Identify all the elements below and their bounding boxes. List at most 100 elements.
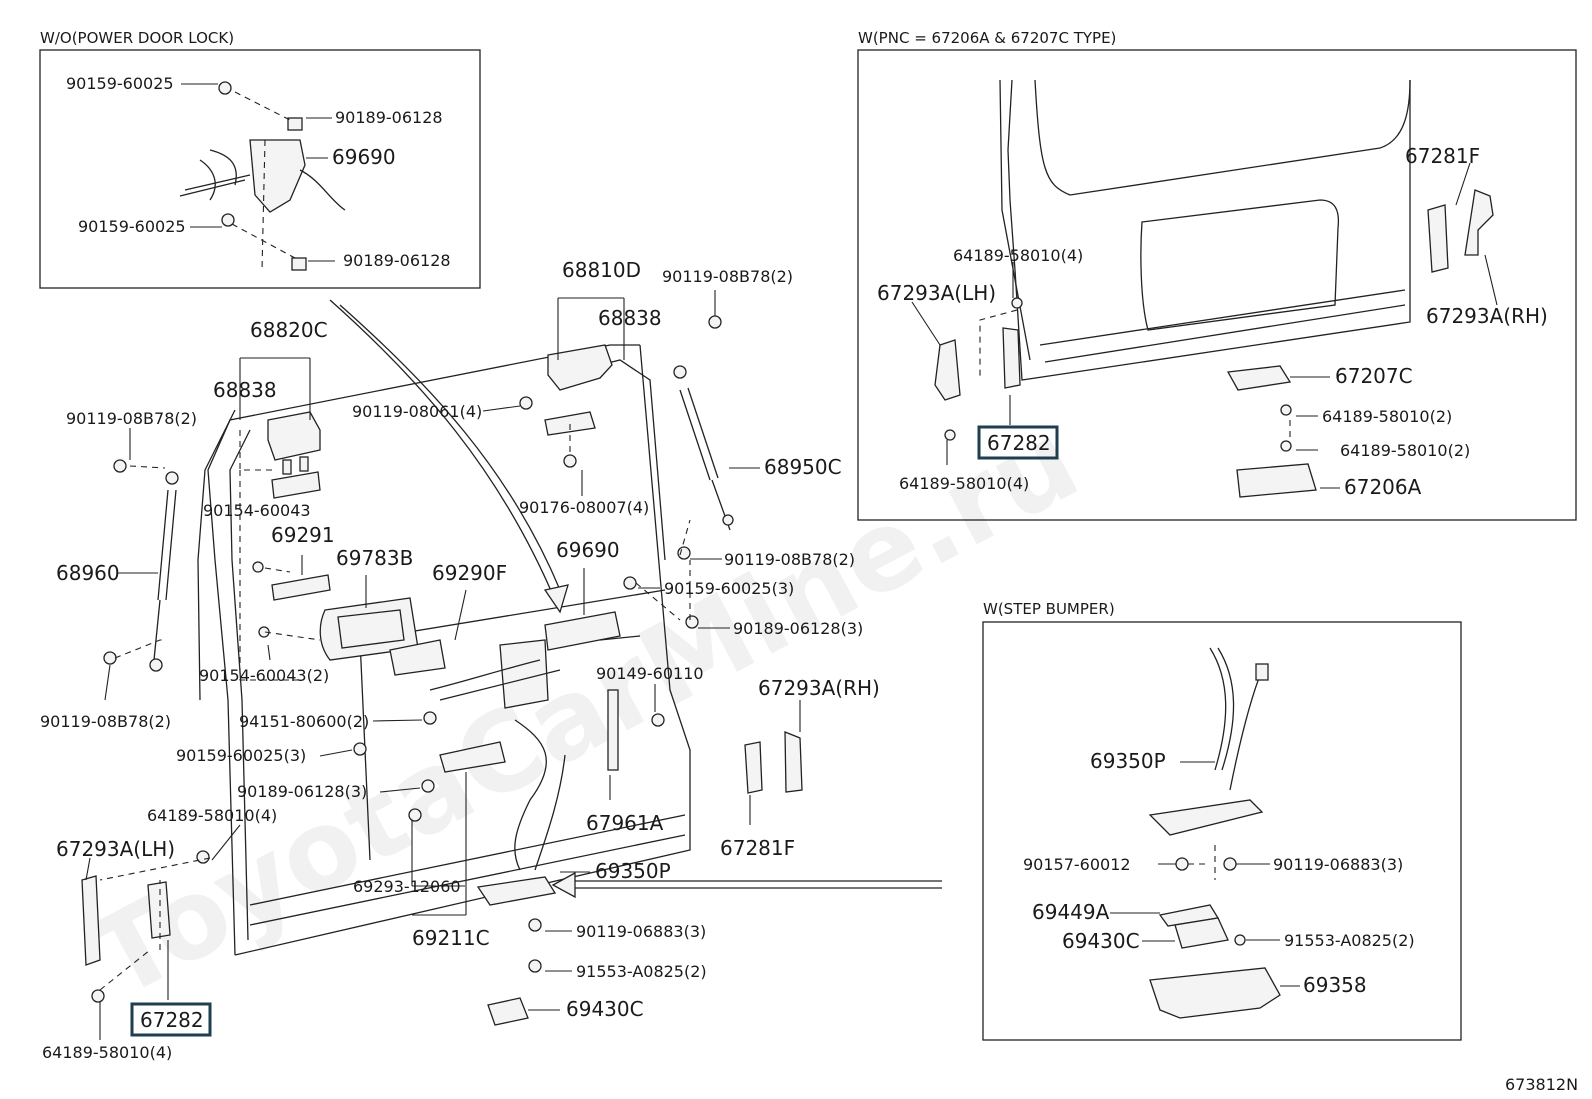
label-90176-08007-4: 90176-08007(4) (519, 498, 649, 517)
label-90119-08061-4: 90119-08061(4) (352, 402, 482, 421)
part-69430c-main (487, 997, 529, 1026)
label-68960: 68960 (56, 561, 120, 585)
inset-frame-power-door-lock (39, 49, 481, 289)
label-90189-06128-3-b: 90189-06128(3) (237, 782, 367, 801)
striker-67293a-rh (744, 731, 803, 794)
label-69690-inset: 69690 (332, 145, 396, 169)
label-67282-main: 67282 (140, 1008, 204, 1032)
label-68838-left: 68838 (213, 378, 277, 402)
label-90189-06128-b: 90189-06128 (343, 251, 451, 270)
inset-frame-pnc (857, 49, 1577, 521)
label-64189-58010-4-main-bottom: 64189-58010(4) (42, 1043, 172, 1062)
label-69350p-main: 69350P (595, 859, 671, 883)
label-64189-58010-2-a: 64189-58010(2) (1322, 407, 1452, 426)
part-67961a (607, 689, 619, 771)
label-94151-80600-2: 94151-80600(2) (239, 712, 369, 731)
dashed-guides-main (99, 420, 691, 991)
highlight-67282-main (130, 1002, 212, 1037)
label-91553-a0825-2-main: 91553-A0825(2) (576, 962, 707, 981)
label-69350p-inset: 69350P (1090, 749, 1166, 773)
inset-frame-step-bumper (982, 621, 1462, 1041)
handle-67206a (1236, 463, 1317, 498)
label-68820c: 68820C (250, 318, 328, 342)
label-67293a-lh-pnc: 67293A(LH) (877, 281, 996, 305)
label-90119-06883-3-main: 90119-06883(3) (576, 922, 706, 941)
label-69290f: 69290F (432, 561, 507, 585)
label-67281f-main: 67281F (720, 836, 795, 860)
label-67961a: 67961A (586, 811, 664, 835)
label-68950c: 68950C (764, 455, 842, 479)
inset-pnc: W(PNC = 67206A & 67207C TYPE) (857, 29, 1577, 521)
label-64189-58010-4-main-top: 64189-58010(4) (147, 806, 277, 825)
label-64189-58010-4-bottom: 64189-58010(4) (899, 474, 1029, 493)
label-90159-60025-3-b: 90159-60025(3) (176, 746, 306, 765)
part-69290f (389, 639, 446, 676)
strut-68950c (673, 365, 734, 531)
main-diagram: 68810D 90119-08B78(2) 68838 68820C 90119… (40, 258, 942, 1062)
hinge-68810d (544, 344, 613, 436)
latch-67207c (1226, 365, 1292, 391)
bracket-69449a-69430c-inset (1158, 904, 1246, 949)
striker-67293a-lh (81, 875, 171, 966)
label-90157-60012: 90157-60012 (1023, 855, 1131, 874)
label-90149-60110: 90149-60110 (596, 664, 704, 683)
label-68838-right: 68838 (598, 306, 662, 330)
label-90159-60025-a: 90159-60025 (66, 74, 174, 93)
label-69783b: 69783B (336, 546, 413, 570)
label-69449a: 69449A (1032, 900, 1110, 924)
label-69358: 69358 (1303, 973, 1367, 997)
cable-69350p-inset (1148, 647, 1269, 836)
label-91553-a0825-2-inset: 91553-A0825(2) (1284, 931, 1415, 950)
label-90159-60025-b: 90159-60025 (78, 217, 186, 236)
part-69291 (271, 574, 331, 601)
lock-69690-main (429, 611, 641, 709)
label-90119-08b78-2-bottom: 90119-08B78(2) (40, 712, 171, 731)
tray-69358 (1149, 967, 1281, 1019)
hinge-67281f (1427, 189, 1494, 273)
inset-step-bumper: W(STEP BUMPER) 69350P 90157-60012 90119-… (982, 600, 1462, 1041)
label-90119-06883-3-inset: 90119-06883(3) (1273, 855, 1403, 874)
label-90119-08b78-2-left: 90119-08B78(2) (66, 409, 197, 428)
label-90119-08b78-2-top: 90119-08B78(2) (662, 267, 793, 286)
label-90119-08b78-2-mid: 90119-08B78(2) (724, 550, 855, 569)
label-69690-main: 69690 (556, 538, 620, 562)
label-67207c: 67207C (1335, 364, 1413, 388)
label-68810d: 68810D (562, 258, 641, 282)
label-90159-60025-3-a: 90159-60025(3) (664, 579, 794, 598)
inset-caption-power-door-lock: W/O(POWER DOOR LOCK) (40, 29, 234, 47)
hinge-68820c (267, 411, 321, 499)
fasteners-main (91, 315, 722, 1003)
leader-lines-main (85, 290, 801, 1040)
label-67206a: 67206A (1344, 475, 1422, 499)
striker-lh-pnc (934, 327, 1021, 401)
label-67293a-rh-main: 67293A(RH) (758, 676, 880, 700)
label-69291: 69291 (271, 523, 335, 547)
diagram-code: 673812N (1505, 1075, 1578, 1094)
label-67281f-pnc: 67281F (1405, 144, 1480, 168)
label-67293a-lh-main: 67293A(LH) (56, 837, 175, 861)
label-69430c-inset: 69430C (1062, 929, 1140, 953)
inset-caption-step-bumper: W(STEP BUMPER) (983, 600, 1115, 618)
back-door-outline-pnc (999, 79, 1411, 381)
inset-caption-pnc: W(PNC = 67206A & 67207C TYPE) (858, 29, 1116, 47)
label-64189-58010-2-b: 64189-58010(2) (1340, 441, 1470, 460)
strut-68960 (149, 471, 179, 672)
label-90189-06128-3-a: 90189-06128(3) (733, 619, 863, 638)
label-64189-58010-4-top: 64189-58010(4) (953, 246, 1083, 265)
door-lock-assembly-small (179, 81, 346, 271)
arrow-from-inset (329, 299, 556, 601)
highlight-67282-pnc (977, 425, 1059, 460)
label-90189-06128-a: 90189-06128 (335, 108, 443, 127)
inset-power-door-lock: W/O(POWER DOOR LOCK) 90159-60025 90189-0… (39, 29, 481, 289)
label-69293-12060: 69293-12060 (353, 877, 461, 896)
label-69430c-main: 69430C (566, 997, 644, 1021)
part-69211c (439, 741, 506, 773)
label-69211c: 69211C (412, 926, 490, 950)
label-67293a-rh-pnc: 67293A(RH) (1426, 304, 1548, 328)
cable-69350p-main (476, 719, 566, 906)
arrow-from-step-bumper (570, 880, 942, 889)
label-90154-60043-2: 90154-60043(2) (199, 666, 329, 685)
label-67282-pnc: 67282 (987, 431, 1051, 455)
label-90154-60043: 90154-60043 (203, 501, 311, 520)
